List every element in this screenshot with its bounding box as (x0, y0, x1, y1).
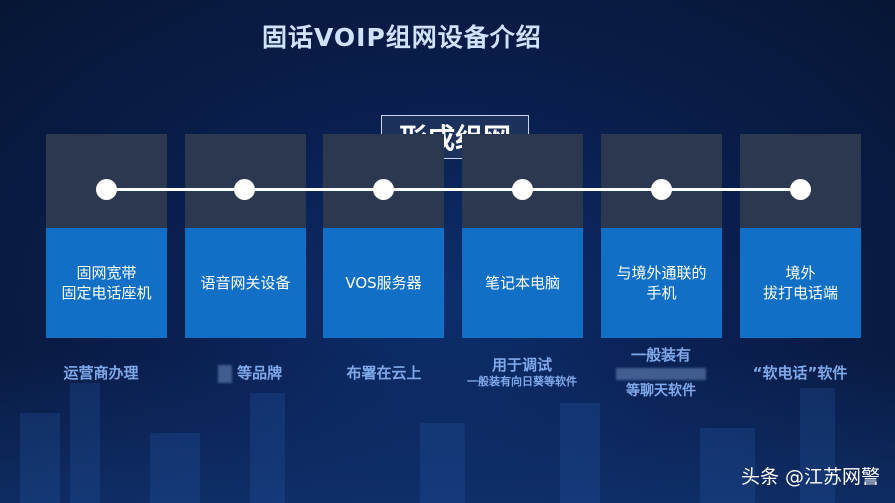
redacted-block (217, 364, 232, 383)
card-label: 固网宽带 固定电话座机 (61, 264, 152, 302)
watermark: 头条 @江苏网警 (740, 466, 880, 488)
card-voice-gateway: 语音网关设备 (185, 134, 306, 338)
timeline-dot (651, 179, 672, 200)
card-laptop: 笔记本电脑 (462, 134, 583, 338)
caption-cloud: 布署在云上 (346, 364, 422, 382)
page-title: 固话VOIP组网设备介绍 (262, 23, 542, 52)
caption-brand: 等品牌 (170, 364, 330, 383)
timeline-dot (512, 179, 533, 200)
caption-chat: 一般装有 等聊天软件 (581, 346, 741, 400)
redacted-block (616, 367, 706, 380)
card-label: 与境外通联的 手机 (616, 264, 707, 302)
timeline-dot (234, 179, 255, 200)
timeline-line (106, 188, 801, 191)
card-overseas-caller: 境外 拔打电话端 (740, 134, 861, 338)
card-label: 语音网关设备 (200, 274, 291, 292)
card-overseas-phone: 与境外通联的 手机 (601, 134, 722, 338)
caption-debug: 用于调试 一般装有向日葵等软件 (467, 356, 577, 388)
timeline-dot (790, 179, 811, 200)
card-label: 境外 拔打电话端 (762, 264, 838, 302)
card-fixed-broadband: 固网宽带 固定电话座机 (46, 134, 167, 338)
timeline-dot (96, 179, 117, 200)
timeline-dot (373, 179, 394, 200)
card-vos-server: VOS服务器 (323, 134, 444, 338)
card-label: VOS服务器 (345, 274, 422, 292)
card-label: 笔记本电脑 (484, 274, 560, 292)
caption-carrier: 运营商办理 (63, 364, 139, 382)
caption-softphone: “软电话”软件 (752, 364, 848, 382)
